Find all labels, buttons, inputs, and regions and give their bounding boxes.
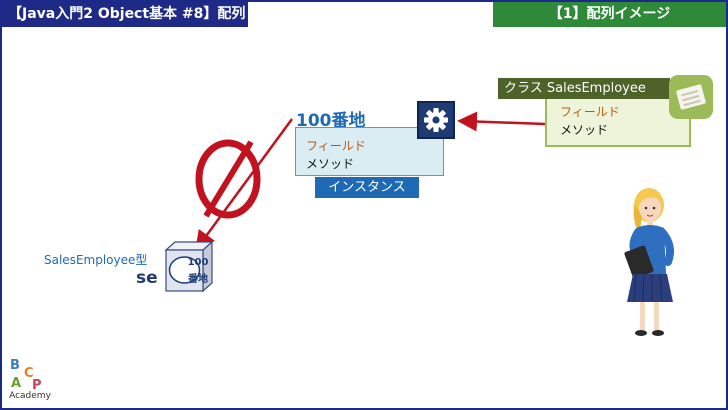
variable-address-unit: 番地 xyxy=(188,274,208,285)
empty-set-symbol xyxy=(195,139,261,219)
gear-icon xyxy=(417,101,455,139)
logo-letter-c: C xyxy=(24,366,34,381)
logo-letter-b: B xyxy=(10,358,20,373)
variable-type: SalesEmployee型 xyxy=(44,253,148,267)
variable-address-number: 100 xyxy=(187,257,209,268)
logo-letter-a: A xyxy=(11,376,21,391)
class-field-label: フィールド xyxy=(560,105,620,119)
document-icon xyxy=(669,75,713,119)
class-to-instance-arrow xyxy=(457,111,546,132)
section-title: 【1】配列イメージ xyxy=(493,2,726,27)
instance-label: インスタンス xyxy=(315,177,419,198)
logo-name: Academy xyxy=(9,391,51,401)
instance-field-label: フィールド xyxy=(306,139,366,153)
bcap-academy-logo: B C A P xyxy=(10,358,42,393)
class-title: クラス SalesEmployee xyxy=(498,78,670,99)
variable-box xyxy=(164,241,214,293)
variable-name: se xyxy=(136,268,158,288)
slide-title: 【Java入門2 Object基本 #8】配列 xyxy=(2,2,248,27)
reference-arrow xyxy=(195,118,294,252)
logo-letter-p: P xyxy=(32,378,42,393)
class-method-label: メソッド xyxy=(560,123,609,137)
presenter-illustration xyxy=(624,188,674,336)
instance-address: 100番地 xyxy=(296,111,366,131)
instance-method-label: メソッド xyxy=(306,157,355,171)
